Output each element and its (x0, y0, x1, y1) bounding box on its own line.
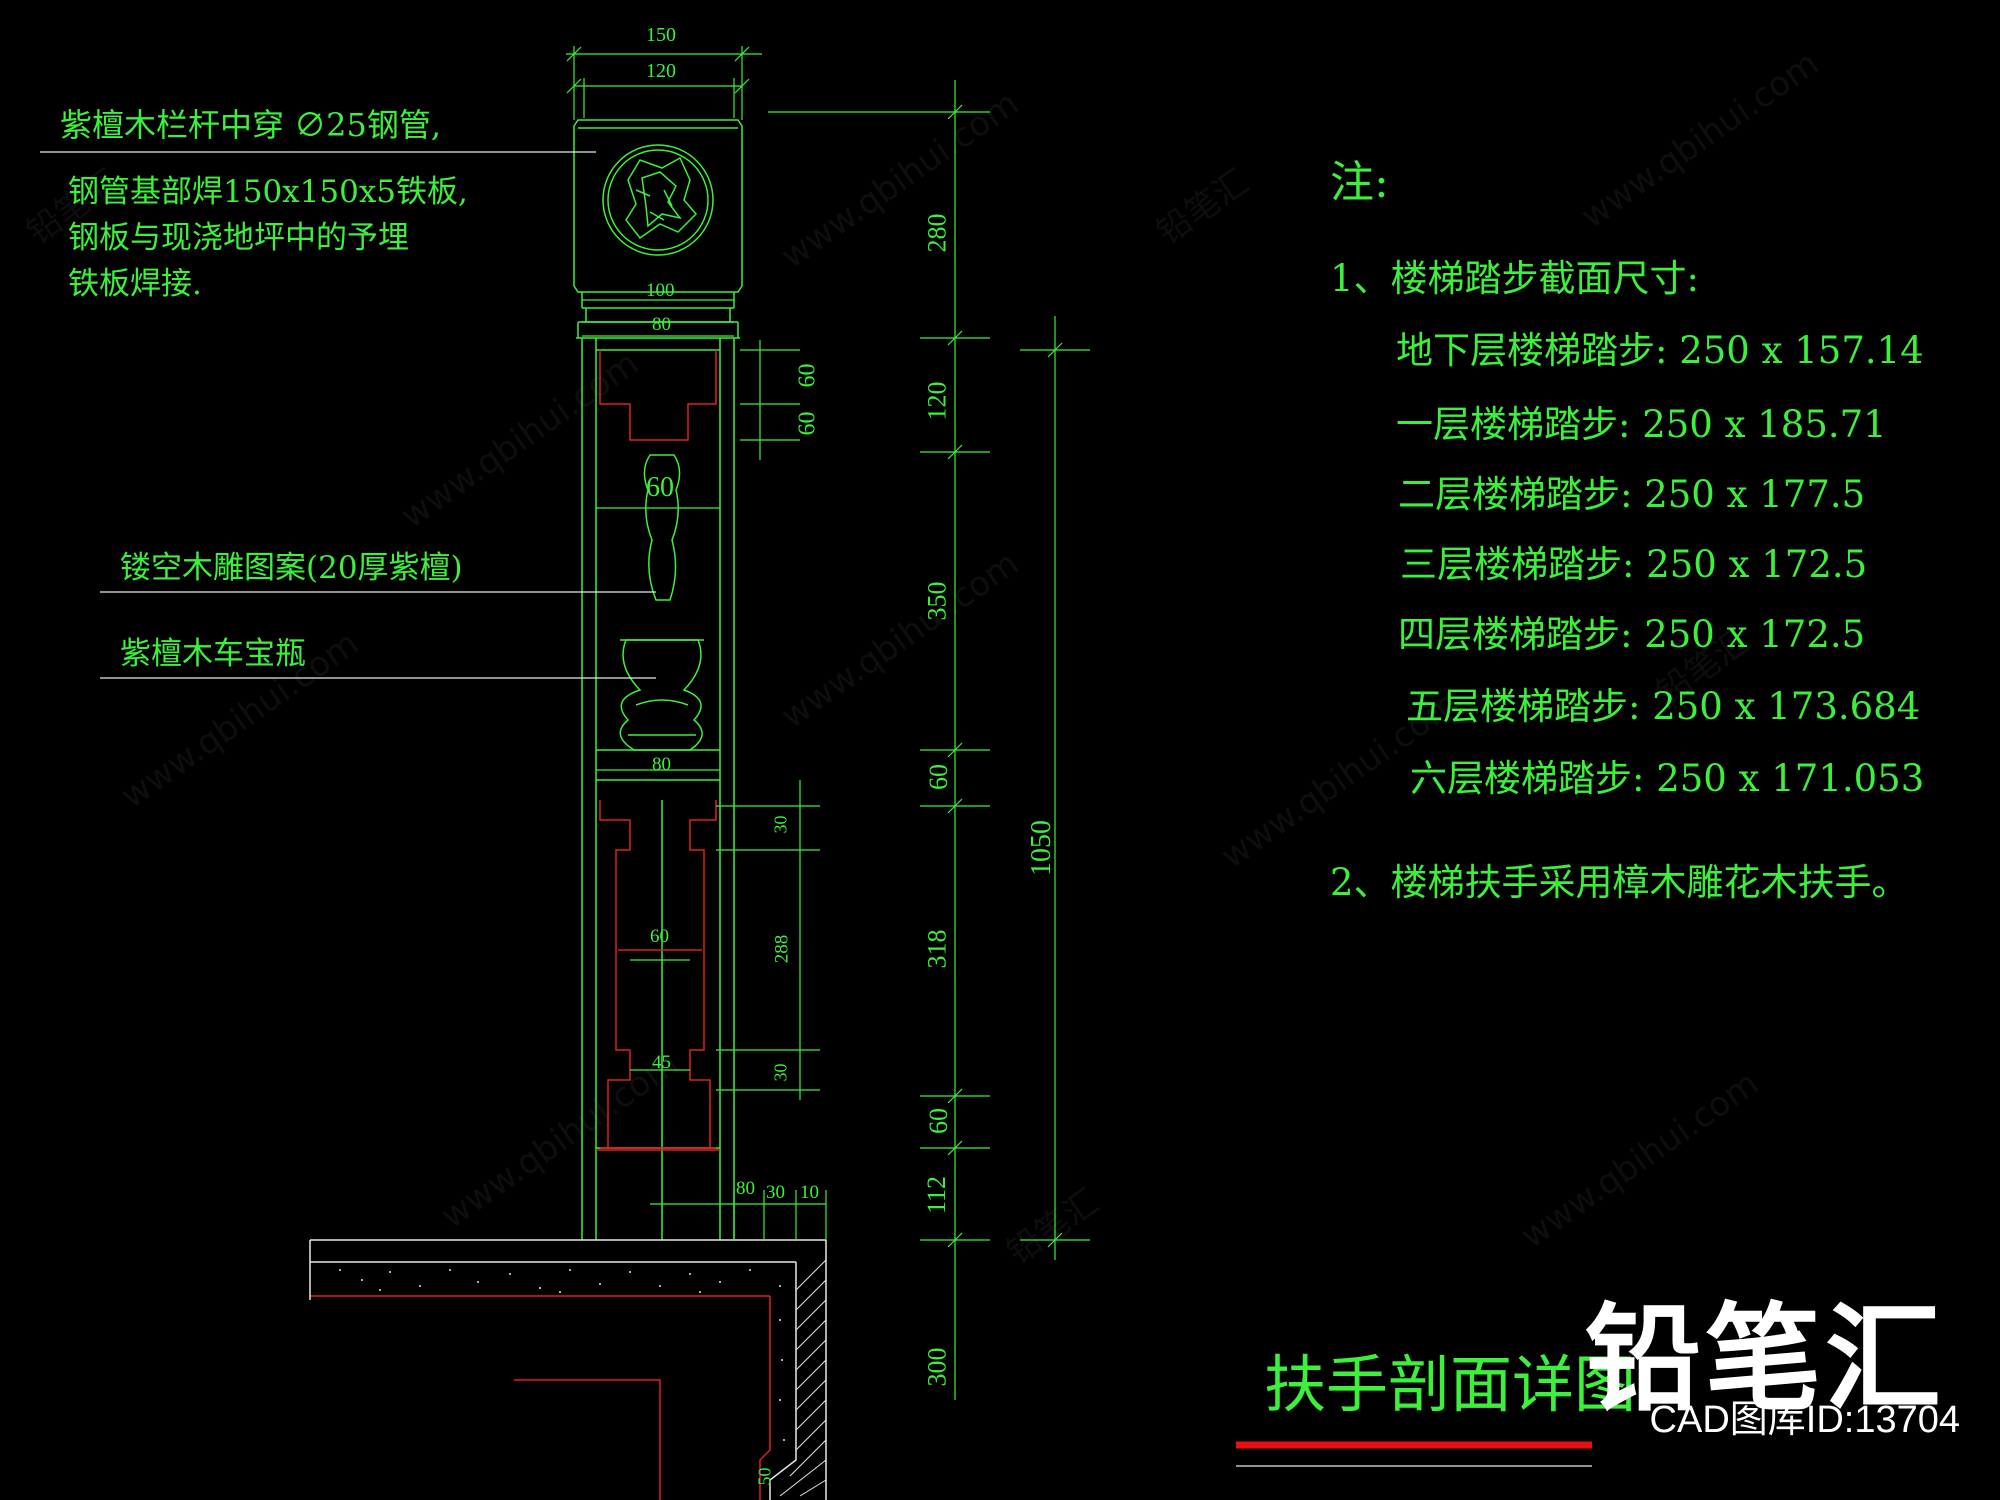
label-steel-plate-1: 钢管基部焊150x150x5铁板, (68, 174, 468, 210)
label-carving: 镂空木雕图案(20厚紫檀) (120, 550, 463, 586)
note-step-floor-3: 三层楼梯踏步: 250 x 172.5 (1400, 543, 1868, 586)
dimension-lines (566, 46, 1090, 1400)
leader-lines (40, 151, 656, 679)
dim-50: 50 (754, 1467, 775, 1486)
dim-80-lower: 80 (652, 754, 671, 775)
dim-80-top: 80 (652, 314, 671, 335)
drawing-title: 扶手剖面详图 (1264, 1348, 1637, 1421)
dim-100: 100 (646, 280, 675, 301)
dim-60-carving: 60 (646, 472, 674, 503)
note-step-floor-1: 一层楼梯踏步: 250 x 185.71 (1396, 403, 1887, 446)
dim-60-v-a: 60 (924, 764, 953, 790)
notes-heading: 注: (1330, 157, 1389, 208)
brand-library-id: CAD图库ID:13704 (1649, 1399, 1960, 1441)
wall-hatch (779, 1259, 827, 1497)
dim-60-right-b: 60 (794, 411, 821, 436)
dim-60-panel: 60 (650, 926, 669, 947)
label-vase: 紫檀木车宝瓶 (120, 636, 306, 672)
dim-30-bottom: 30 (766, 1182, 785, 1203)
dim-10-bottom: 10 (800, 1182, 819, 1203)
dim-288: 288 (771, 934, 793, 964)
note-step-basement: 地下层楼梯踏步: 250 x 157.14 (1396, 329, 1924, 372)
label-rosewood-rail: 紫檀木栏杆中穿 ∅25钢管, (60, 106, 442, 144)
dim-350: 350 (922, 581, 952, 621)
dim-120-v: 120 (922, 381, 952, 421)
red-panel-outlines (596, 350, 720, 1151)
note-step-floor-5: 五层楼梯踏步: 250 x 173.684 (1406, 685, 1921, 728)
note-step-floor-6: 六层楼梯踏步: 250 x 171.053 (1410, 757, 1925, 800)
label-steel-plate-3: 铁板焊接. (68, 266, 202, 302)
dim-120: 120 (646, 60, 676, 82)
brand-logo-text: 铅笔汇 (1585, 1292, 1945, 1427)
dim-300: 300 (922, 1347, 952, 1387)
dim-1050: 1050 (1026, 820, 1057, 876)
notes-item-1: 1、楼梯踏步截面尺寸: (1330, 257, 1700, 300)
floor-slab (309, 1239, 827, 1500)
dim-150: 150 (646, 24, 676, 46)
dim-318: 318 (922, 929, 952, 969)
dim-280: 280 (922, 213, 952, 253)
note-step-floor-4: 四层楼梯踏步: 250 x 172.5 (1398, 613, 1866, 656)
dim-112: 112 (922, 1175, 952, 1215)
label-steel-plate-2: 钢板与现浇地坪中的予埋 (68, 220, 409, 256)
dim-30-right-b: 30 (770, 1063, 791, 1082)
notes-item-2: 2、楼梯扶手采用樟木雕花木扶手。 (1330, 861, 1909, 904)
dim-60-v-b: 60 (924, 1108, 953, 1134)
dim-60-right-a: 60 (794, 363, 821, 388)
note-step-floor-2: 二层楼梯踏步: 250 x 177.5 (1398, 473, 1866, 516)
dim-30-right-a: 30 (770, 815, 791, 834)
dim-45: 45 (652, 1052, 671, 1073)
dim-80-bottom: 80 (736, 1178, 755, 1199)
concrete-texture (339, 1269, 785, 1441)
baluster-outline (573, 119, 743, 1240)
